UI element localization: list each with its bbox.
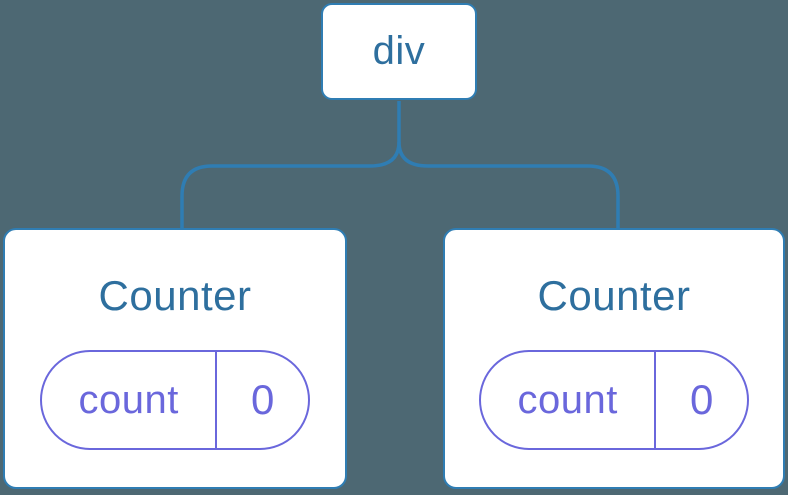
counter-card-right: Counter count 0: [443, 228, 785, 489]
state-value-cell: 0: [217, 352, 308, 448]
root-node-label: div: [372, 29, 426, 73]
state-value: 0: [251, 376, 275, 423]
state-key-label: count: [517, 377, 618, 422]
state-key-cell: count: [42, 352, 218, 448]
state-pill: count 0: [479, 350, 749, 450]
state-key-label: count: [78, 377, 179, 422]
state-key-cell: count: [481, 352, 657, 448]
counter-title: Counter: [98, 272, 252, 319]
counter-title: Counter: [537, 272, 691, 319]
state-pill: count 0: [40, 350, 310, 450]
root-node-div: div: [321, 3, 477, 100]
state-value-cell: 0: [656, 352, 747, 448]
connector-left-branch: [180, 101, 401, 229]
counter-card-left: Counter count 0: [3, 228, 347, 489]
connector-right-branch: [397, 141, 620, 229]
state-value: 0: [690, 376, 714, 423]
